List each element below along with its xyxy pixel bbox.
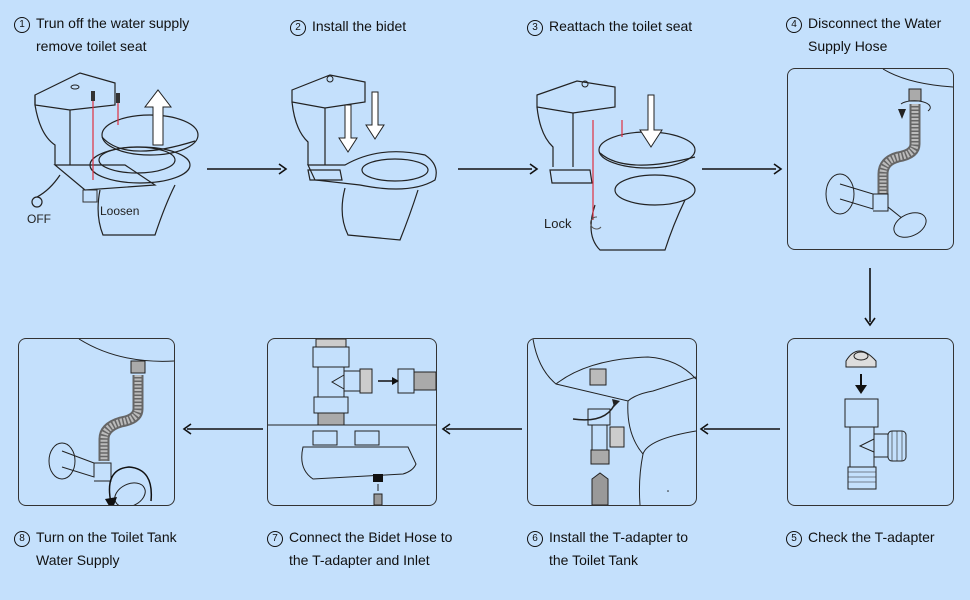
down-arrow-icon xyxy=(338,104,358,153)
step-5-panel xyxy=(787,338,954,506)
step-2-illustration xyxy=(291,74,437,241)
arrow-right-icon xyxy=(702,163,783,175)
step-title-line: Reattach the toilet seat xyxy=(549,18,693,34)
step-number-badge: 1 xyxy=(14,17,30,33)
step-number-badge: 6 xyxy=(527,531,543,547)
step-6-title: 6 Install the T-adapter to the Toilet Tan… xyxy=(527,526,688,572)
step-5-title: 5 Check the T-adapter xyxy=(786,526,935,549)
arrow-down-icon xyxy=(864,268,876,327)
arrow-left-icon xyxy=(441,423,522,435)
step-title-line: Install the T-adapter to xyxy=(549,529,689,545)
step-number-badge: 5 xyxy=(786,531,802,547)
arrow-right-icon xyxy=(207,163,288,175)
step-title-line: the T-adapter and Inlet xyxy=(289,552,430,568)
lock-label: Lock xyxy=(544,216,572,231)
arrow-right-icon xyxy=(458,163,539,175)
step-title-line: Disconnect the Water xyxy=(808,15,942,31)
step-7-title: 7 Connect the Bidet Hose to the T-adapter… xyxy=(267,526,452,572)
step-8-title: 8 Turn on the Toilet Tank Water Supply xyxy=(14,526,177,572)
step-title-line: Water Supply xyxy=(36,552,120,568)
step-7-panel xyxy=(267,338,437,506)
connect-hose-illustration xyxy=(268,339,436,505)
step-title-line: remove toilet seat xyxy=(36,38,147,54)
down-arrow-icon xyxy=(639,94,663,148)
tank-lid-hole xyxy=(70,84,80,90)
step-4-panel xyxy=(787,68,954,250)
step-4-title: 4 Disconnect the Water Supply Hose xyxy=(786,12,941,58)
step-1-title: 1 Trun off the water supply remove toilet… xyxy=(14,12,189,58)
step-number-badge: 8 xyxy=(14,531,30,547)
t-adapter-illustration xyxy=(844,350,907,490)
step-number-badge: 2 xyxy=(290,20,306,36)
step-title-line: the Toilet Tank xyxy=(549,552,638,568)
step-title-line: Check the T-adapter xyxy=(808,529,935,545)
down-arrow-icon xyxy=(365,91,385,140)
step-8-panel xyxy=(18,338,175,506)
step-2-title: 2 Install the bidet xyxy=(290,15,406,38)
loosen-label: Loosen xyxy=(100,204,139,218)
off-label: OFF xyxy=(27,212,51,226)
step-title-line: Turn on the Toilet Tank xyxy=(36,529,177,545)
step-6-panel xyxy=(527,338,697,506)
step-title-line: Supply Hose xyxy=(808,38,888,54)
disconnect-hose-illustration xyxy=(825,69,953,238)
arrow-left-icon xyxy=(182,423,263,435)
install-t-adapter-illustration xyxy=(532,339,696,505)
step-title-line: Install the bidet xyxy=(312,18,407,34)
step-number-badge: 7 xyxy=(267,531,283,547)
step-title-line: Connect the Bidet Hose to xyxy=(289,529,453,545)
arrow-left-icon xyxy=(699,423,780,435)
step-1-illustration: OFF Loosen xyxy=(27,72,199,236)
turn-on-supply-illustration xyxy=(48,339,174,505)
step-number-badge: 4 xyxy=(786,17,802,33)
step-3-title: 3 Reattach the toilet seat xyxy=(527,15,692,38)
step-number-badge: 3 xyxy=(527,20,543,36)
up-arrow-icon xyxy=(143,89,173,146)
step-title-line: Trun off the water supply xyxy=(36,15,190,31)
step-3-illustration: Lock xyxy=(536,80,696,251)
